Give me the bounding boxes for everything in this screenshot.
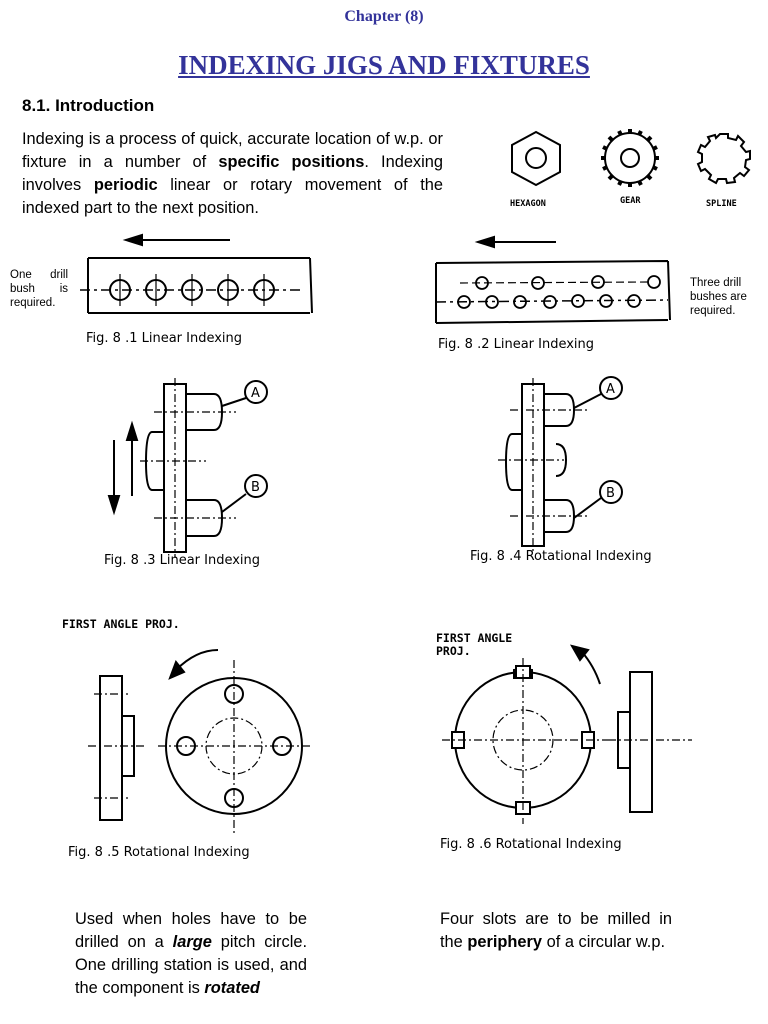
label-a: A [251, 386, 260, 401]
hexagon-label: HEXAGON [510, 199, 546, 209]
indexing-shapes: HEXAGON GEAR SPLINE [510, 129, 751, 209]
spline-shape [696, 133, 751, 185]
figure-8-5-rotational-indexing: FIRST ANGLE PROJ. Fig. 8 .5 Rotational I… [62, 617, 312, 860]
page-title: INDEXING JIGS AND FIXTURES [178, 50, 590, 80]
figure-8-1-caption: Fig. 8 .1 Linear Indexing [86, 331, 242, 346]
figure-8-4-rotational-indexing: A B Fig. 8 .4 Rotational Indexing [470, 376, 652, 564]
intro-paragraph: Indexing is a process of quick, accurate… [22, 130, 443, 217]
label-b: B [606, 486, 615, 501]
figure-8-2-caption: Fig. 8 .2 Linear Indexing [438, 337, 594, 352]
note-three-drill-bushes: Three drill bushes are required. [690, 277, 747, 317]
figure-8-6-caption: Fig. 8 .6 Rotational Indexing [440, 837, 622, 852]
spline-label: SPLINE [706, 199, 737, 209]
figure-8-2-linear-indexing: Fig. 8 .2 Linear Indexing [435, 235, 671, 352]
section-heading: 8.1. Introduction [22, 96, 155, 115]
chapter-heading: Chapter (8) [344, 8, 424, 25]
first-angle-proj-label-2: PROJ. [436, 644, 471, 658]
figure-8-5-caption: Fig. 8 .5 Rotational Indexing [68, 845, 250, 860]
label-b: B [251, 480, 260, 495]
note-one-drill-bush: One drill bush is required. [10, 269, 68, 309]
figure-8-1-linear-indexing: Fig. 8 .1 Linear Indexing [80, 233, 313, 346]
figure-8-3-caption: Fig. 8 .3 Linear Indexing [104, 553, 260, 568]
first-angle-proj-label-1: FIRST ANGLE [436, 631, 512, 645]
hexagon-shape [511, 130, 561, 187]
gear-shape [601, 129, 659, 187]
bottom-right-paragraph: Four slots are to be milled in the perip… [440, 910, 672, 951]
figure-8-4-caption: Fig. 8 .4 Rotational Indexing [470, 549, 652, 564]
figure-8-6-rotational-indexing: FIRST ANGLE PROJ. Fig. 8 .6 Rotational I… [436, 631, 692, 852]
label-a: A [606, 382, 615, 397]
figure-8-3-linear-indexing: A B Fig. 8 .3 Linear Indexing [104, 378, 268, 568]
first-angle-proj-label: FIRST ANGLE PROJ. [62, 617, 180, 631]
gear-label: GEAR [620, 196, 641, 206]
bottom-left-paragraph: Used when holes have to be drilled on a … [75, 910, 308, 997]
